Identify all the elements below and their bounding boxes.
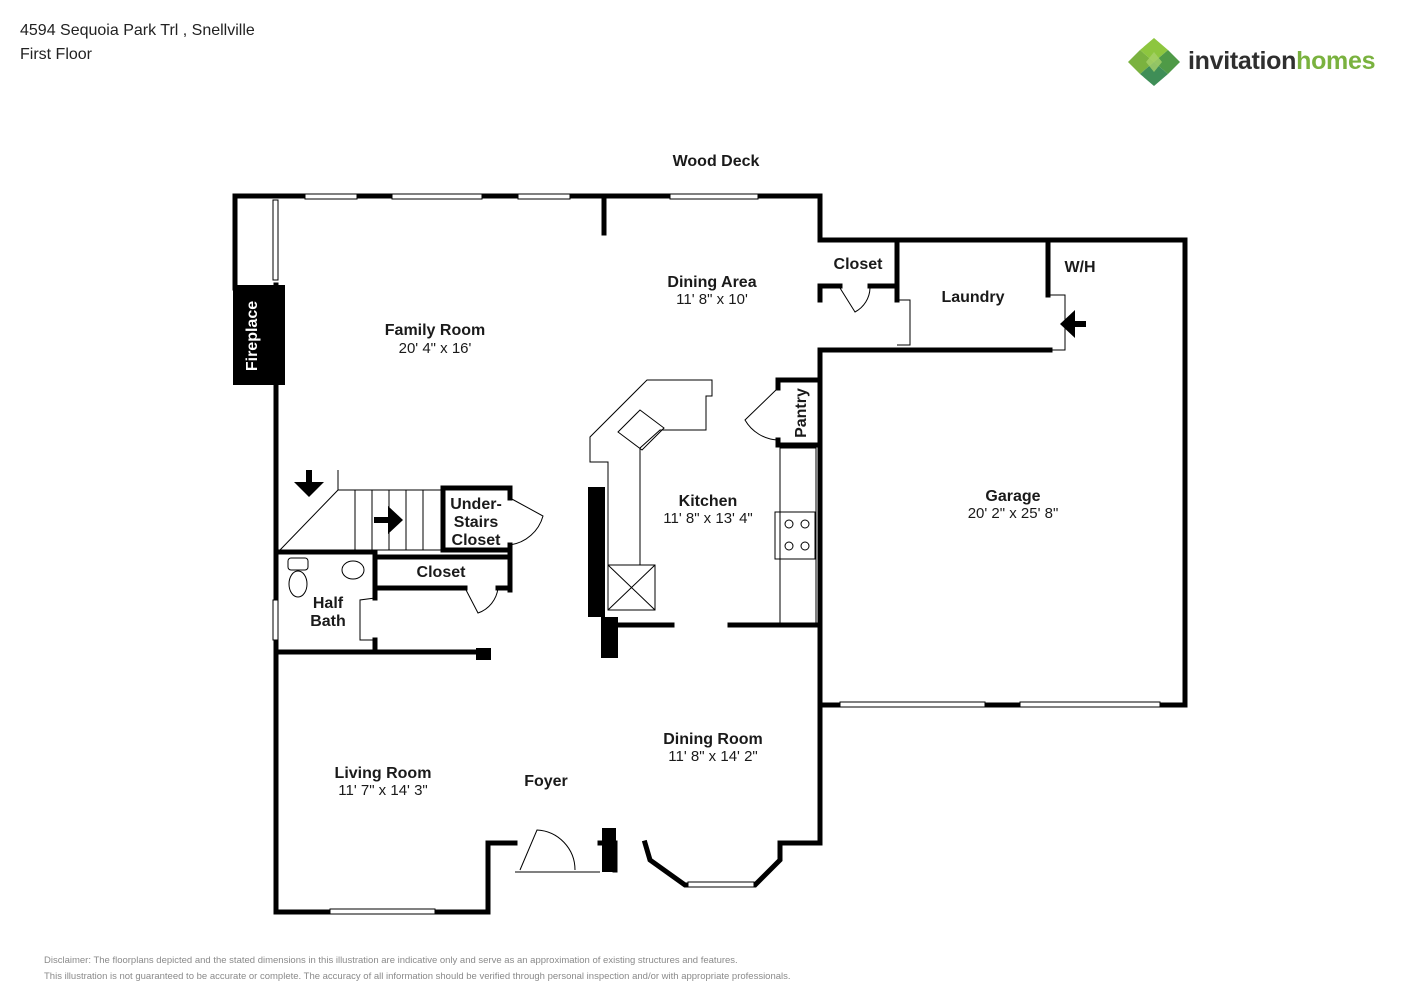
- kitchen-name: Kitchen: [679, 493, 738, 510]
- laundry-label: Laundry: [941, 289, 1004, 306]
- floor-title: First Floor: [20, 46, 92, 63]
- stair-arrows: [294, 310, 1086, 534]
- living-room-name: Living Room: [335, 765, 432, 782]
- garage-name: Garage: [985, 488, 1040, 505]
- dining-area-dim: 11' 8" x 10': [676, 291, 748, 308]
- logo-word-invitation: invitation: [1188, 47, 1297, 75]
- stairs: [279, 470, 443, 551]
- wall-pantry-bottom: [775, 437, 823, 448]
- arrow-left-icon: [1060, 310, 1075, 338]
- under-stairs-line3: Closet: [452, 532, 502, 549]
- fireplace-label: Fireplace: [244, 301, 261, 371]
- pantry-label: Pantry: [793, 388, 810, 438]
- half-bath-line1: Half: [313, 595, 344, 612]
- wall-top: [232, 193, 823, 243]
- under-stairs-line2: Stairs: [454, 514, 499, 531]
- logo-word-homes: homes: [1296, 47, 1376, 75]
- bath-sink-icon: [341, 560, 365, 580]
- foyer-pillar: [602, 828, 616, 872]
- kitchen-island-counter: [589, 379, 713, 566]
- wall-bay-right: [641, 347, 823, 888]
- wh-label: W/H: [1064, 259, 1095, 276]
- dishwasher-icon: [607, 564, 656, 611]
- kitchen-pillar: [588, 487, 605, 617]
- under-stairs-line1: Under-: [450, 496, 502, 513]
- arrow-right-icon: [388, 506, 403, 534]
- arrow-down-icon: [294, 482, 324, 497]
- dining-room-name: Dining Room: [663, 731, 763, 748]
- living-room-dim: 11' 7" x 14' 3": [338, 782, 428, 799]
- wood-deck-label: Wood Deck: [673, 153, 760, 170]
- stove-icon: [774, 511, 816, 560]
- disclaimer-line-2: This illustration is not guaranteed to b…: [44, 971, 791, 982]
- disclaimer-line-1: Disclaimer: The floorplans depicted and …: [44, 955, 738, 966]
- sink-icon: [617, 409, 665, 451]
- brand-logo: invitationhomes: [1128, 36, 1388, 90]
- garage-dim: 20' 2" x 25' 8": [968, 505, 1059, 522]
- half-bath-line2: Bath: [310, 613, 346, 630]
- solid-walls: [233, 285, 618, 872]
- counter-right: [779, 447, 817, 625]
- logo-wordmark: invitationhomes: [1188, 47, 1376, 76]
- kitchen-fixtures: [287, 379, 817, 625]
- family-room-dim: 20' 4" x 16': [399, 340, 472, 357]
- dining-area-name: Dining Area: [667, 274, 756, 291]
- dining-room-dim: 11' 8" x 14' 2": [668, 748, 758, 765]
- property-address: 4594 Sequoia Park Trl , Snellville: [20, 22, 255, 39]
- kitchen-dim: 11' 8" x 13' 4": [663, 510, 753, 527]
- fireplace-block: [233, 285, 285, 385]
- toilet-icon: [288, 570, 308, 598]
- windows: [272, 193, 1161, 915]
- closet-mid-label: Closet: [417, 564, 467, 581]
- closet-top-label: Closet: [834, 256, 884, 273]
- wall-left-lower: [273, 282, 518, 915]
- wall-garage-outline: [817, 237, 1188, 708]
- family-room-name: Family Room: [385, 322, 485, 339]
- diamond-cluster-logo-icon: [1128, 38, 1180, 86]
- foyer-label: Foyer: [524, 773, 568, 790]
- wall-understairs-top: [440, 485, 513, 501]
- doors: [359, 287, 1066, 873]
